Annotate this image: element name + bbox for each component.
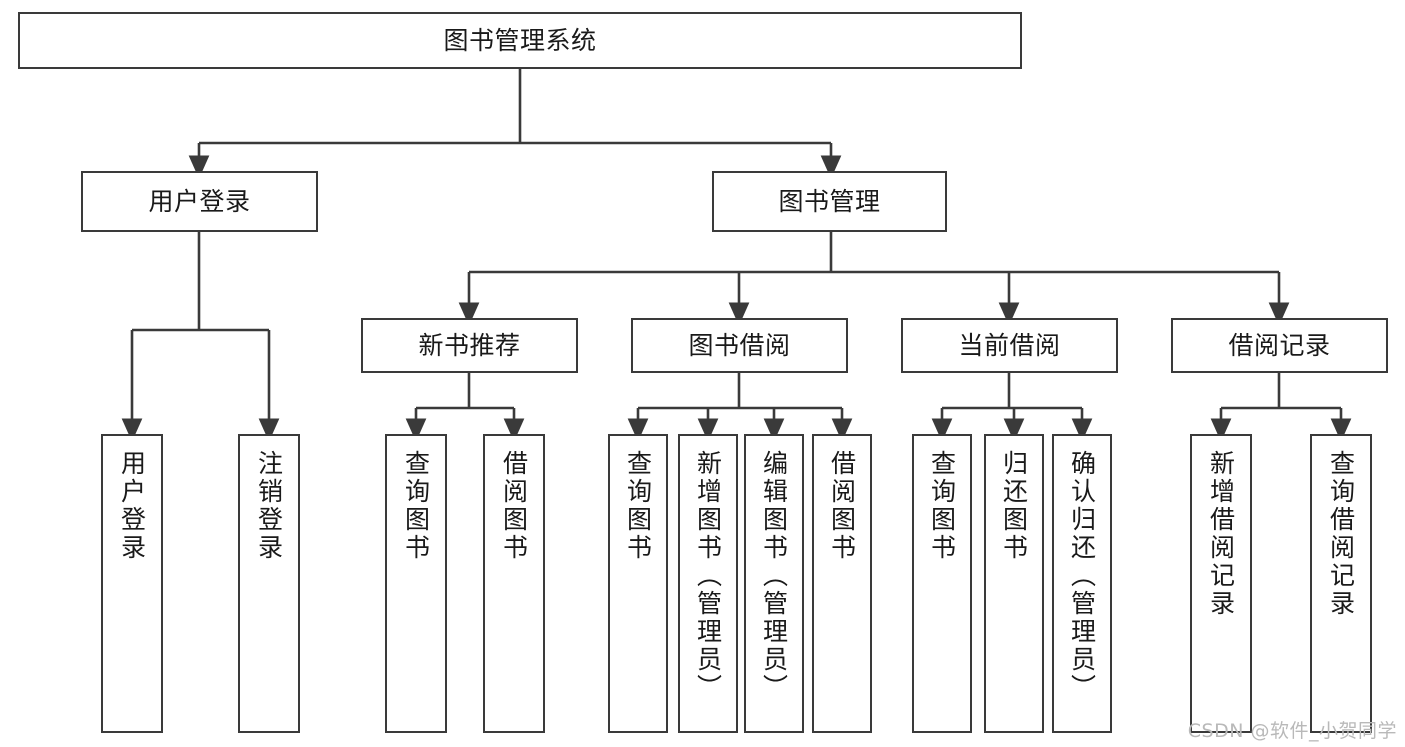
leaf-label: 新增借阅记录: [1206, 450, 1236, 618]
leaf-add-book-admin[interactable]: 新增图书（管理员）: [678, 434, 738, 733]
leaf-label: 编辑图书（管理员）: [759, 450, 789, 702]
leaf-add-borrow-record[interactable]: 新增借阅记录: [1190, 434, 1252, 733]
leaf-label: 确认归还（管理员）: [1067, 450, 1097, 702]
leaf-label: 新增图书（管理员）: [693, 450, 723, 702]
leaf-query-borrow-record[interactable]: 查询借阅记录: [1310, 434, 1372, 733]
leaf-label: 查询图书: [927, 450, 957, 562]
leaf-label: 归还图书: [999, 450, 1029, 562]
leaf-edit-book-admin[interactable]: 编辑图书（管理员）: [744, 434, 804, 733]
node-book-borrow-label: 图书借阅: [688, 330, 791, 360]
leaf-label: 注销登录: [254, 450, 284, 562]
node-new-book-recommend[interactable]: 新书推荐: [361, 318, 578, 373]
leaf-query-book-borrow[interactable]: 查询图书: [608, 434, 668, 733]
leaf-borrow-book-rec[interactable]: 借阅图书: [483, 434, 545, 733]
csdn-watermark: CSDN @软件_小贺同学: [1187, 720, 1397, 742]
node-root-label: 图书管理系统: [443, 25, 597, 55]
leaf-label: 查询图书: [623, 450, 653, 562]
leaf-label: 用户登录: [117, 450, 147, 562]
leaf-return-book[interactable]: 归还图书: [984, 434, 1044, 733]
leaf-label: 查询借阅记录: [1326, 450, 1356, 618]
node-current-borrow[interactable]: 当前借阅: [901, 318, 1118, 373]
node-root[interactable]: 图书管理系统: [18, 12, 1022, 69]
leaf-query-book-rec[interactable]: 查询图书: [385, 434, 447, 733]
leaf-query-book-current[interactable]: 查询图书: [912, 434, 972, 733]
node-borrow-record[interactable]: 借阅记录: [1171, 318, 1388, 373]
leaf-confirm-return-admin[interactable]: 确认归还（管理员）: [1052, 434, 1112, 733]
leaf-label: 借阅图书: [827, 450, 857, 562]
leaf-user-login[interactable]: 用户登录: [101, 434, 163, 733]
node-book-borrow[interactable]: 图书借阅: [631, 318, 848, 373]
node-new-book-recommend-label: 新书推荐: [418, 330, 521, 360]
node-book-management[interactable]: 图书管理: [712, 171, 947, 232]
node-book-management-label: 图书管理: [778, 186, 881, 216]
node-user-login[interactable]: 用户登录: [81, 171, 318, 232]
leaf-label: 查询图书: [401, 450, 431, 562]
leaf-label: 借阅图书: [499, 450, 529, 562]
leaf-borrow-book[interactable]: 借阅图书: [812, 434, 872, 733]
node-current-borrow-label: 当前借阅: [958, 330, 1061, 360]
leaf-logout[interactable]: 注销登录: [238, 434, 300, 733]
node-borrow-record-label: 借阅记录: [1228, 330, 1331, 360]
node-user-login-label: 用户登录: [148, 186, 251, 216]
